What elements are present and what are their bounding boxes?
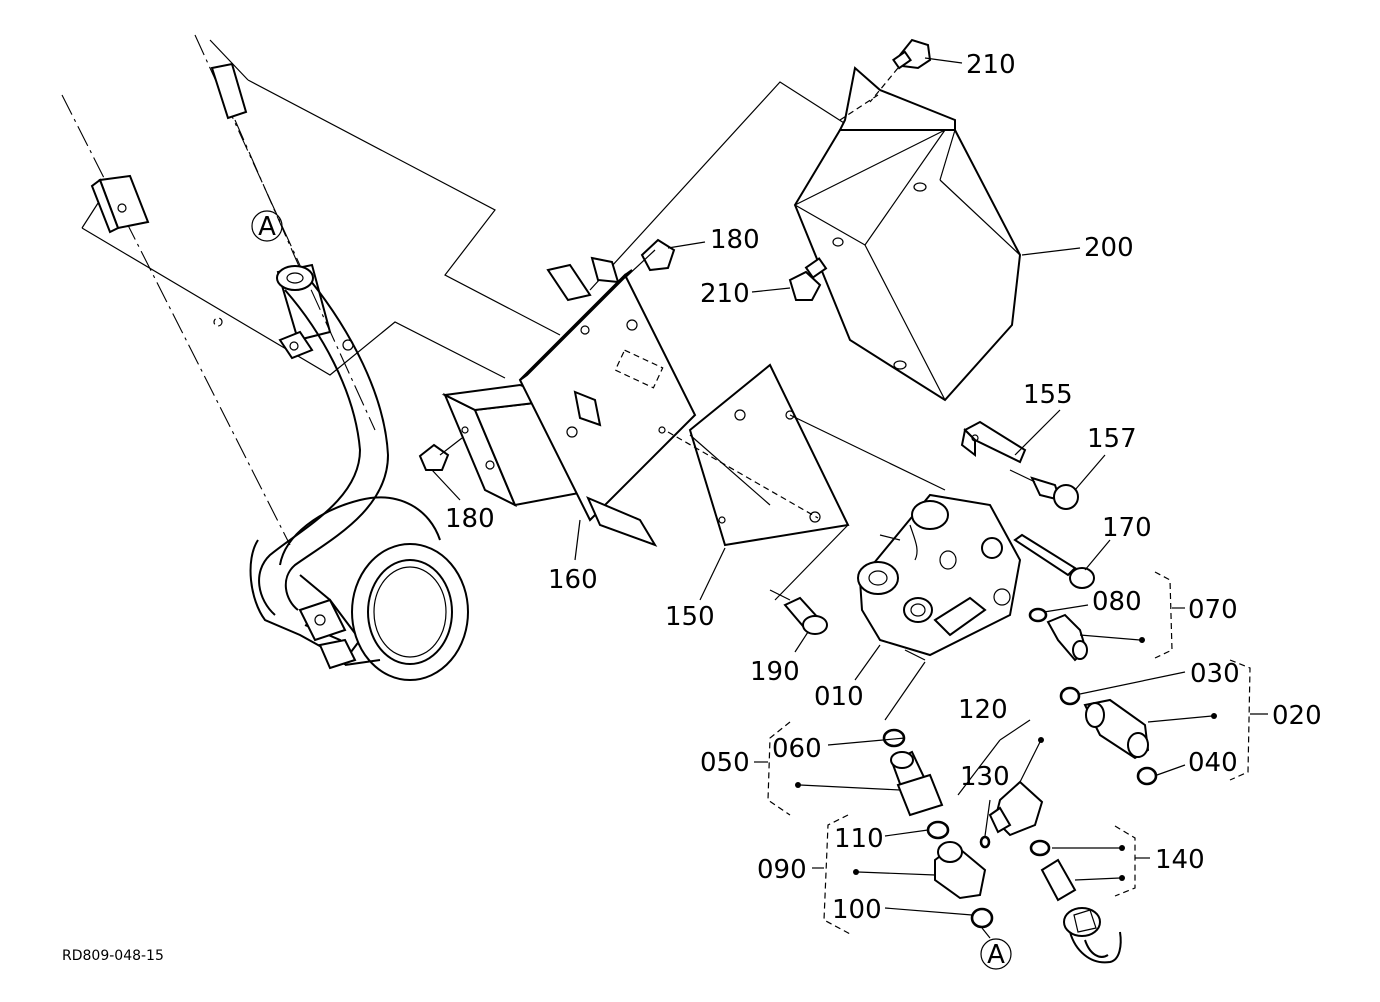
label-157: 157 (1087, 424, 1137, 454)
label-180-top: 180 (710, 225, 760, 255)
elbow-020 (1083, 698, 1217, 760)
tee-fitting-090 (853, 841, 987, 900)
frame-lines (81, 39, 856, 379)
label-110: 110 (834, 824, 884, 854)
label-200: 200 (1084, 233, 1134, 263)
bolt-180-top (624, 238, 676, 279)
label-050: 050 (700, 748, 750, 778)
label-030: 030 (1190, 659, 1240, 689)
label-160: 160 (548, 565, 598, 595)
elbow-120 (988, 737, 1044, 837)
o-ring-130 (979, 835, 991, 849)
label-190: 190 (750, 657, 800, 687)
bolt-157 (1009, 469, 1079, 510)
ref-a-bottom-callout: A (980, 938, 1012, 970)
bolt-210-top (869, 38, 932, 103)
label-140: 140 (1155, 845, 1205, 875)
mounting-plate-160 (518, 256, 697, 547)
group-brackets (754, 571, 1268, 936)
drawing-code: RD809-048-15 (62, 948, 164, 964)
leader-lines (431, 57, 1186, 939)
bolt-210-mid (788, 257, 828, 301)
plate-150 (667, 363, 946, 601)
square-nut-block (90, 174, 150, 234)
o-ring-030 (1059, 686, 1081, 706)
tab-marker (210, 62, 248, 120)
part-labels: 210 180 200 210 155 157 180 170 160 080 … (62, 50, 1322, 964)
valve-body-010 (857, 493, 1022, 661)
ref-a-top-label: A (258, 212, 276, 242)
label-180-bottom: 180 (445, 504, 495, 534)
label-100: 100 (832, 895, 882, 925)
label-130: 130 (960, 762, 1010, 792)
fitting-140 (1040, 845, 1125, 902)
ref-a-top-callout: A (251, 210, 283, 242)
bolt-180-bottom (418, 437, 463, 471)
label-080: 080 (1092, 587, 1142, 617)
label-120: 120 (958, 695, 1008, 725)
bracket-155 (960, 420, 1027, 464)
label-150: 150 (665, 602, 715, 632)
fitting-050 (795, 661, 944, 817)
elbow-070 (1046, 613, 1145, 662)
o-ring-080 (1028, 607, 1048, 623)
label-210-top: 210 (966, 50, 1016, 80)
label-210-mid: 210 (700, 279, 750, 309)
bolt-190 (769, 589, 828, 635)
label-155: 155 (1023, 380, 1073, 410)
o-ring-040 (1136, 766, 1158, 786)
label-070: 070 (1188, 595, 1238, 625)
o-ring-110 (926, 820, 950, 840)
label-040: 040 (1188, 748, 1238, 778)
label-170: 170 (1102, 513, 1152, 543)
label-060: 060 (772, 734, 822, 764)
label-020: 020 (1272, 701, 1322, 731)
label-010: 010 (814, 682, 864, 712)
bolt-170 (1013, 533, 1095, 589)
ref-a-bottom-label: A (987, 940, 1005, 970)
cover-200 (793, 66, 1022, 402)
o-ring-100 (970, 907, 994, 929)
label-090: 090 (757, 855, 807, 885)
center-lines (61, 34, 376, 546)
hose (1063, 907, 1122, 964)
o-ring-140 (1029, 839, 1051, 857)
pipe-assembly (213, 263, 469, 681)
